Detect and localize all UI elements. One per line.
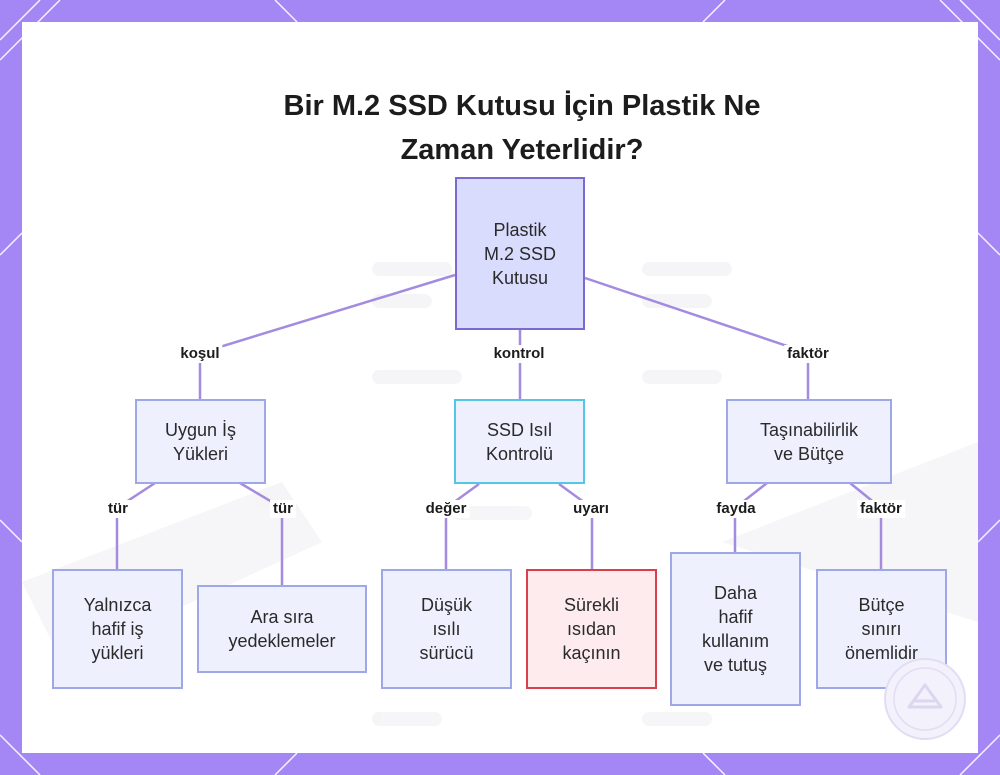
node-lighter-use: Daha hafif kullanım ve tutuş bbox=[670, 552, 801, 706]
title-line-1: Bir M.2 SSD Kutusu İçin Plastik Ne bbox=[283, 90, 761, 122]
edge-label-value: değer bbox=[422, 500, 470, 518]
node-workloads: Uygun İş Yükleri bbox=[135, 399, 266, 484]
node-light-only: Yalnızca hafif iş yükleri bbox=[52, 569, 183, 689]
node-portability: Taşınabilirlik ve Bütçe bbox=[726, 399, 892, 484]
edge-label-type-1: tür bbox=[105, 500, 131, 518]
node-occasional-backups: Ara sıra yedeklemeler bbox=[197, 585, 367, 673]
edge-thermal-avoidheat bbox=[558, 482, 594, 569]
edge-portability-budget bbox=[849, 482, 883, 569]
node-budget-limit: Bütçe sınırı önemlidir bbox=[816, 569, 947, 689]
node-root: Plastik M.2 SSD Kutusu bbox=[455, 177, 585, 330]
edge-label-condition: koşul bbox=[177, 345, 223, 363]
diagram-title: Bir M.2 SSD Kutusu İçin Plastik Ne Zaman… bbox=[222, 84, 822, 172]
edge-root-portability bbox=[584, 276, 810, 399]
diagram-card: Bir M.2 SSD Kutusu İçin Plastik Ne Zaman… bbox=[22, 22, 978, 753]
node-thermal: SSD Isıl Kontrolü bbox=[454, 399, 585, 484]
node-low-heat-drive: Düşük ısılı sürücü bbox=[381, 569, 512, 689]
edge-root-workloads bbox=[198, 273, 456, 399]
edge-label-factor-bottom: faktör bbox=[857, 500, 905, 518]
edge-label-control: kontrol bbox=[490, 345, 548, 363]
node-avoid-heat: Sürekli ısıdan kaçının bbox=[526, 569, 657, 689]
title-line-2: Zaman Yeterlidir? bbox=[400, 134, 644, 166]
edge-thermal-lowheat bbox=[444, 482, 480, 569]
edge-workloads-occasional bbox=[239, 481, 284, 585]
edge-label-benefit: fayda bbox=[713, 500, 759, 518]
edge-label-type-2: tür bbox=[270, 500, 296, 518]
edge-workloads-light bbox=[115, 481, 156, 569]
edge-label-factor-top: faktör bbox=[784, 345, 832, 363]
edge-label-warning: uyarı bbox=[570, 500, 612, 518]
watermark-badge-icon bbox=[884, 658, 966, 740]
